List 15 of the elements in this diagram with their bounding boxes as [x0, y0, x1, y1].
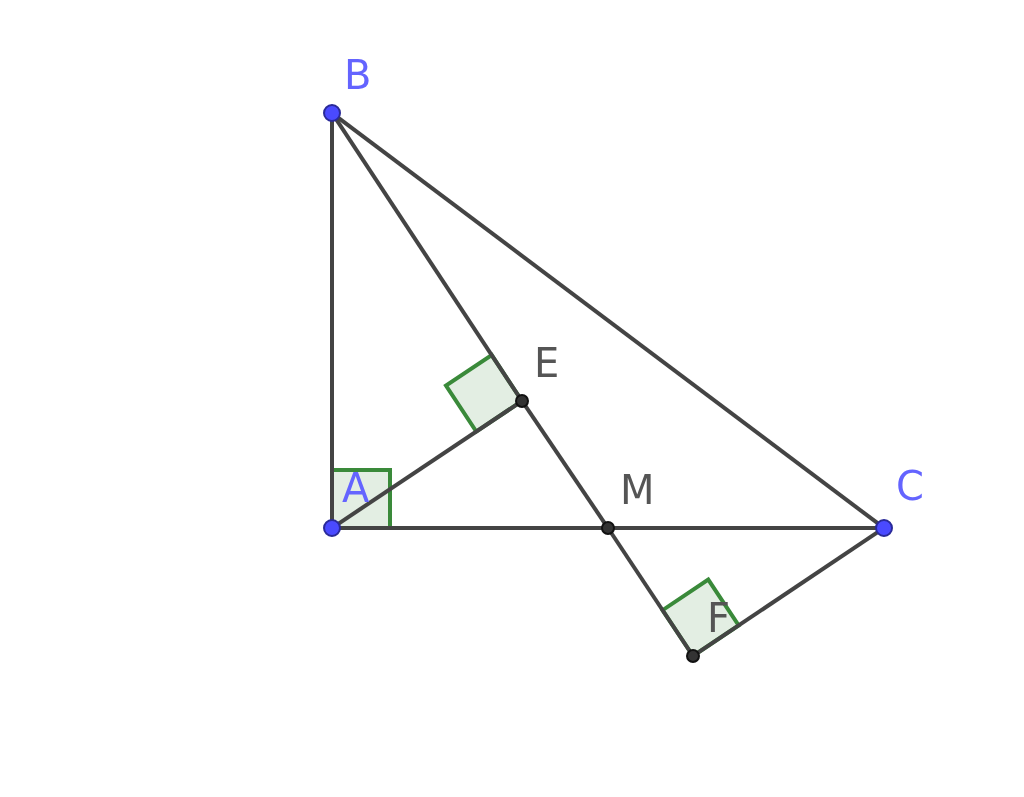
point-label: A	[342, 468, 370, 508]
line-segment	[523, 404, 607, 525]
line-segment	[609, 531, 692, 653]
point-label: E	[534, 343, 560, 383]
line-segment	[340, 526, 602, 530]
line-segment	[337, 402, 519, 526]
point-label: B	[344, 55, 372, 95]
point-label: C	[896, 466, 924, 506]
line-segment	[330, 121, 334, 520]
line-segment	[696, 530, 879, 655]
line-segment	[334, 118, 521, 398]
point-label: F	[707, 598, 730, 638]
point-label: M	[620, 470, 655, 510]
line-segment	[614, 526, 876, 530]
line-segment	[337, 116, 879, 525]
